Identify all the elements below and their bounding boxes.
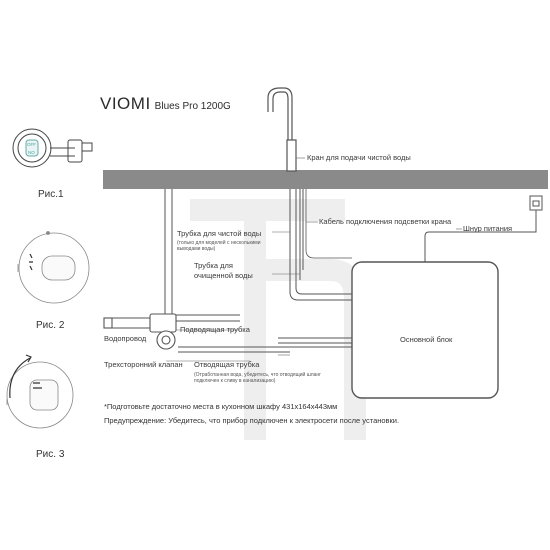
fig1-badge-no: NO	[28, 150, 35, 155]
countertop	[103, 170, 548, 189]
fig2-caption: Рис. 2	[36, 320, 65, 331]
faucet	[267, 87, 297, 172]
label-three-way-valve: Трехсторонний клапан	[104, 360, 183, 369]
label-main-unit: Основной блок	[400, 335, 453, 344]
fig1-caption: Рис.1	[38, 189, 64, 200]
label-drain-pipe: Отводящая трубка	[194, 360, 260, 369]
brand-model: Blues Pro 1200G	[154, 101, 231, 112]
label-purified-pipe-1: Трубка для	[194, 261, 233, 270]
label-clean-pipe-note: (только для моделей с несколькими вывода…	[177, 240, 261, 252]
label-drain-note: (Отработанная вода, убедитесь, что отвод…	[194, 372, 321, 384]
fig3-illustration	[6, 354, 74, 429]
power-outlet	[529, 195, 543, 211]
fig1-badge-off: OFF	[27, 142, 36, 147]
main-unit-box	[351, 261, 499, 399]
note-warning: Предупреждение: Убедитесь, что прибор по…	[104, 416, 400, 425]
fig2-illustration	[17, 231, 90, 304]
leader-lines	[166, 157, 462, 362]
label-purified-pipe-2: очищенной воды	[194, 271, 253, 280]
label-power-cord: Шнур питания	[463, 224, 513, 233]
label-supply-pipe: Подводящая трубка	[180, 325, 250, 334]
label-faucet: Кран для подачи чистой воды	[307, 153, 411, 162]
label-cable: Кабель подключения подсветки крана	[319, 217, 452, 226]
fig3-caption: Рис. 3	[36, 449, 65, 460]
pipes	[110, 189, 537, 353]
label-water-main: Водопровод	[104, 334, 147, 343]
note-space: *Подготовьте достаточно места в кухонном…	[104, 402, 338, 411]
three-way-valve	[103, 313, 177, 350]
brand-name: VIOMI	[100, 94, 151, 113]
label-clean-pipe: Трубка для чистой воды	[177, 229, 262, 238]
fig1-illustration	[12, 128, 93, 168]
